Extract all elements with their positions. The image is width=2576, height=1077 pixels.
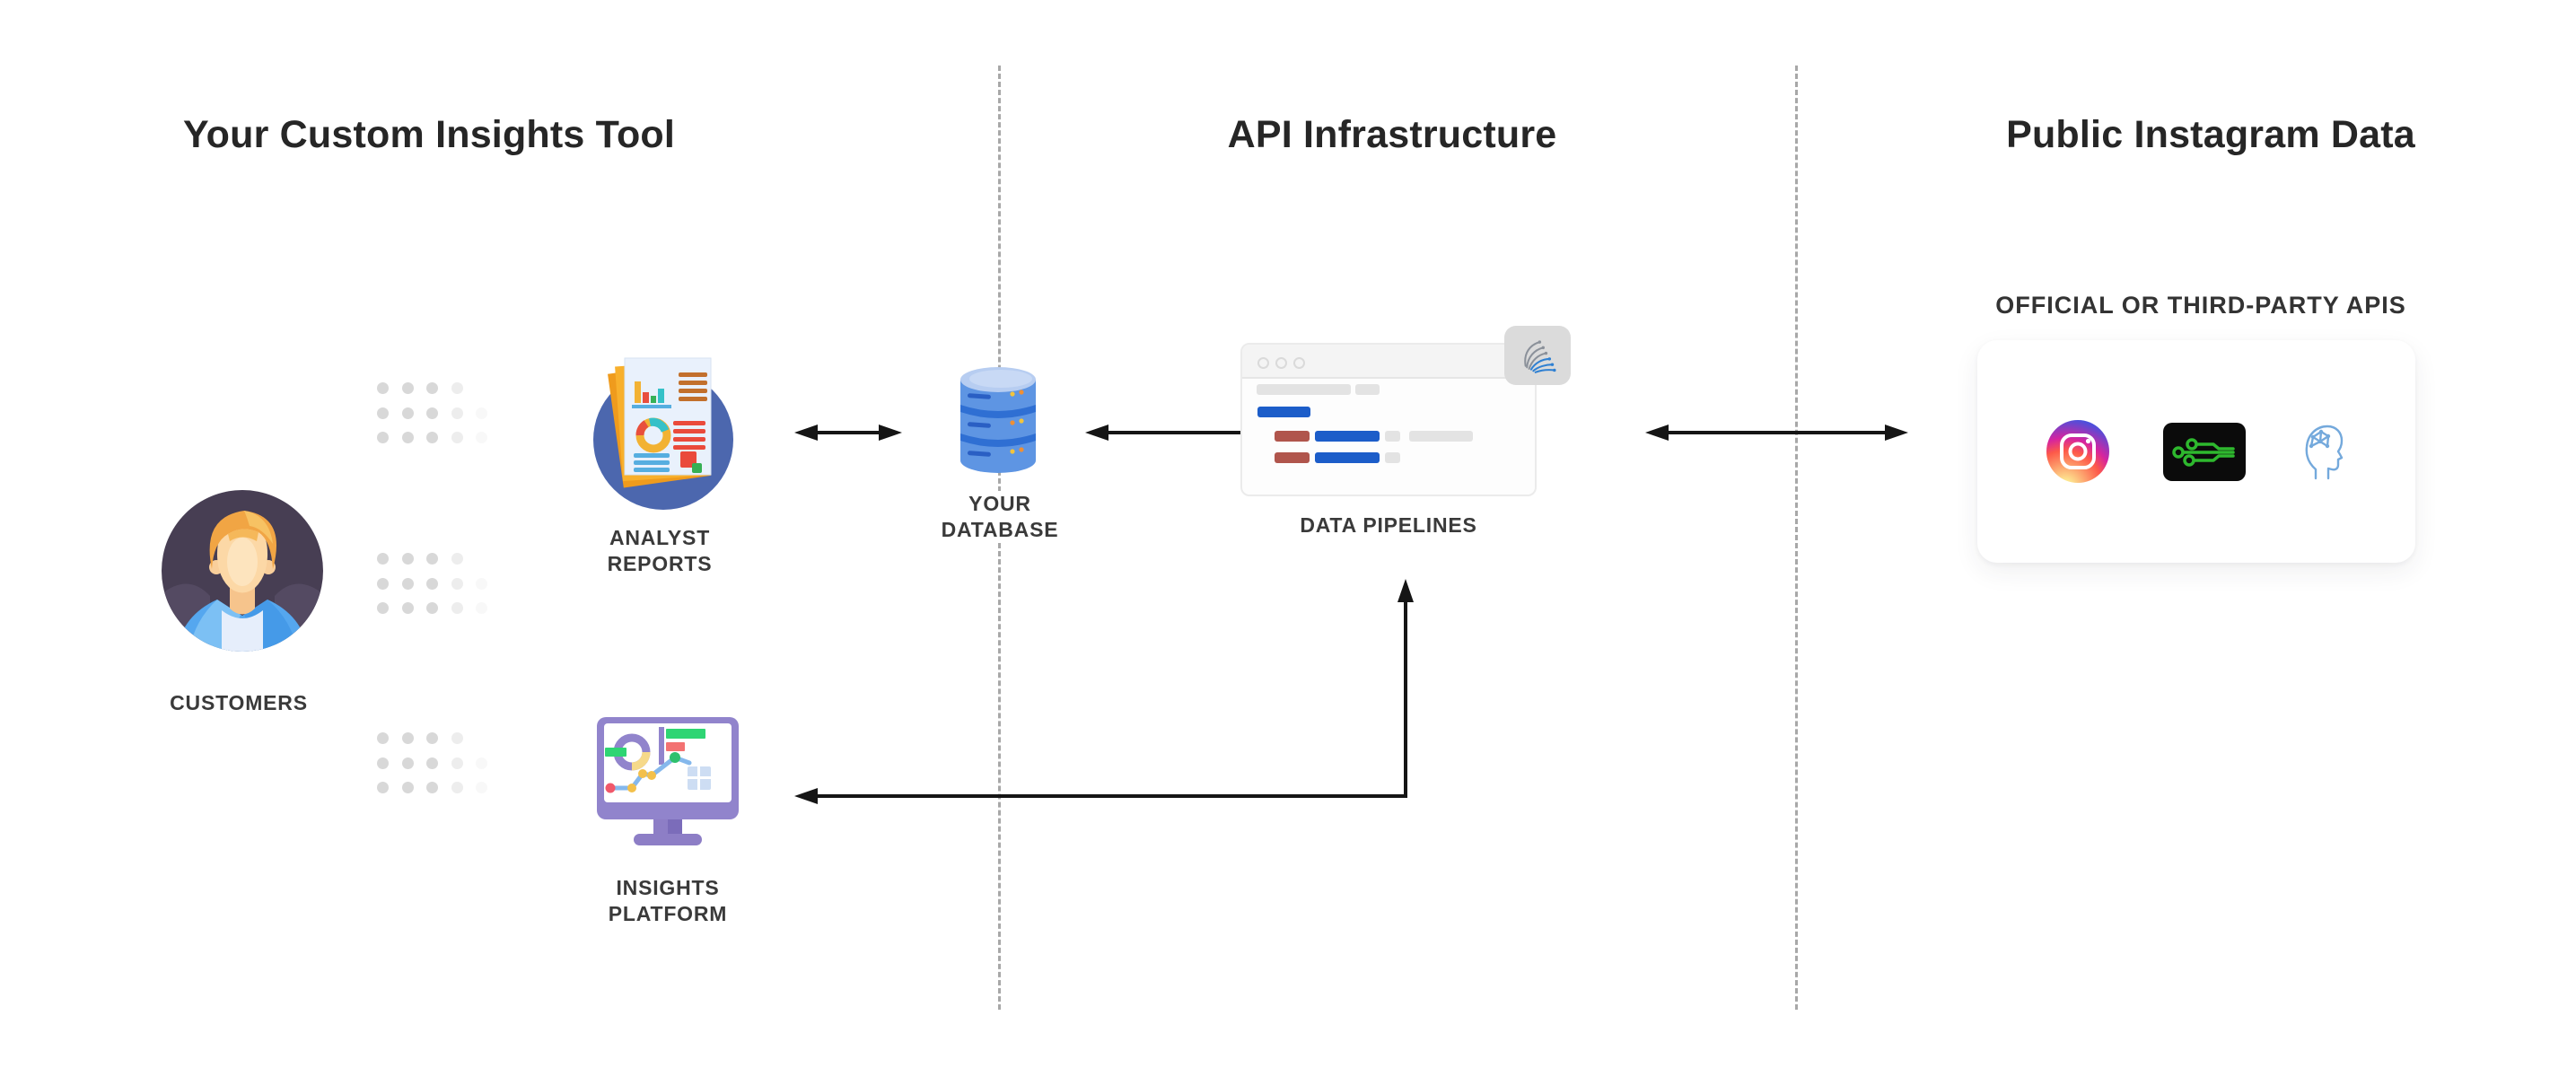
data-swoosh-logo-badge — [1504, 326, 1571, 385]
placeholder-bar — [1315, 452, 1380, 463]
dot-decoration — [476, 432, 487, 443]
window-dot-icon — [1257, 357, 1269, 369]
dot-decoration — [476, 602, 487, 614]
browser-window-icon — [1240, 343, 1537, 496]
arrowhead-left-icon — [1085, 425, 1108, 441]
dot-decoration — [451, 577, 463, 590]
dot-decoration — [451, 553, 463, 565]
dot-decoration — [377, 757, 389, 769]
insights-platform-label: INSIGHTS PLATFORM — [609, 875, 727, 927]
customers-label: CUSTOMERS — [170, 691, 308, 714]
dot-decoration — [451, 732, 463, 744]
dot-decoration — [426, 432, 438, 443]
dot-decoration — [451, 782, 463, 793]
dot-decoration — [476, 782, 487, 793]
dot-decoration — [451, 757, 463, 769]
placeholder-bar — [1409, 431, 1473, 442]
dot-decoration — [377, 382, 389, 394]
your-database-label-line2: DATABASE — [941, 518, 1059, 541]
person-avatar-icon — [162, 490, 323, 652]
analyst-reports-label: ANALYST REPORTS — [608, 525, 713, 577]
dot-decoration — [377, 782, 389, 793]
dot-decoration — [476, 407, 487, 419]
dot-decoration — [377, 602, 389, 614]
dot-decoration — [476, 757, 487, 769]
arrowhead-left-icon — [794, 425, 818, 441]
arrow-insights-pipelines-elbow — [810, 597, 1407, 798]
insights-platform-label-line1: INSIGHTS — [616, 876, 720, 899]
window-dot-icon — [1293, 357, 1305, 369]
analyst-reports-label-line1: ANALYST — [609, 526, 711, 549]
placeholder-bar — [1315, 431, 1380, 442]
dot-decoration — [451, 382, 463, 394]
official-third-party-apis-label: OFFICIAL OR THIRD-PARTY APIS — [1995, 292, 2406, 319]
dot-decoration — [401, 602, 414, 614]
placeholder-bar — [1385, 431, 1400, 442]
dot-decoration — [377, 553, 389, 565]
data-pipelines-label: DATA PIPELINES — [1300, 513, 1477, 537]
section-title-custom-insights-tool: Your Custom Insights Tool — [182, 113, 676, 156]
dot-decoration — [401, 407, 414, 419]
placeholder-bar — [1257, 407, 1310, 417]
api-providers-card — [1977, 340, 2415, 563]
dot-decoration — [426, 782, 438, 793]
dot-decoration — [451, 407, 463, 419]
dot-decoration — [426, 757, 438, 769]
dot-decoration — [426, 602, 438, 614]
circuit-pipeline-logo-icon — [2163, 422, 2246, 481]
dot-decoration — [401, 732, 414, 744]
instagram-logo-icon — [2046, 420, 2109, 483]
dot-decoration — [451, 432, 463, 443]
dot-decoration — [401, 432, 414, 443]
dot-decoration — [377, 432, 389, 443]
insights-platform-label-line2: PLATFORM — [608, 902, 728, 925]
report-document-chart-icon — [593, 357, 733, 510]
arrowhead-left-icon — [794, 788, 818, 804]
ai-head-logo-icon — [2300, 423, 2346, 480]
dot-decoration — [426, 577, 438, 590]
dot-decoration — [426, 553, 438, 565]
arrowhead-right-icon — [1885, 425, 1908, 441]
dot-decoration — [401, 757, 414, 769]
dot-decoration — [377, 407, 389, 419]
dot-decoration — [401, 577, 414, 590]
placeholder-bar — [1355, 384, 1380, 395]
dot-decoration — [426, 382, 438, 394]
section-title-api-infrastructure: API Infrastructure — [1227, 113, 1557, 156]
arrowhead-left-icon — [1645, 425, 1669, 441]
dot-decoration — [377, 732, 389, 744]
arrowhead-up-icon — [1398, 579, 1414, 602]
data-swoosh-logo-icon — [1524, 340, 1556, 373]
arrowhead-right-icon — [879, 425, 902, 441]
dot-decoration — [401, 782, 414, 793]
dot-decoration — [476, 577, 487, 590]
placeholder-bar — [1275, 431, 1310, 442]
database-cylinder-icon — [960, 367, 1036, 473]
dot-decoration — [401, 553, 414, 565]
section-title-public-instagram-data: Public Instagram Data — [2006, 113, 2415, 156]
dot-decoration — [451, 602, 463, 614]
dashboard-monitor-icon — [597, 717, 739, 845]
browser-topbar — [1242, 345, 1535, 379]
placeholder-bar — [1275, 452, 1310, 463]
window-dot-icon — [1275, 357, 1287, 369]
your-database-label-line1: YOUR — [968, 492, 1031, 515]
analyst-reports-label-line2: REPORTS — [607, 552, 713, 575]
dot-decoration — [377, 577, 389, 590]
your-database-label: YOUR DATABASE — [935, 491, 1065, 543]
placeholder-bar — [1385, 452, 1400, 463]
placeholder-bar — [1257, 384, 1351, 395]
dot-decoration — [426, 732, 438, 744]
dot-decoration — [401, 382, 414, 394]
section-divider-right — [1795, 66, 1798, 1010]
dot-decoration — [426, 407, 438, 419]
